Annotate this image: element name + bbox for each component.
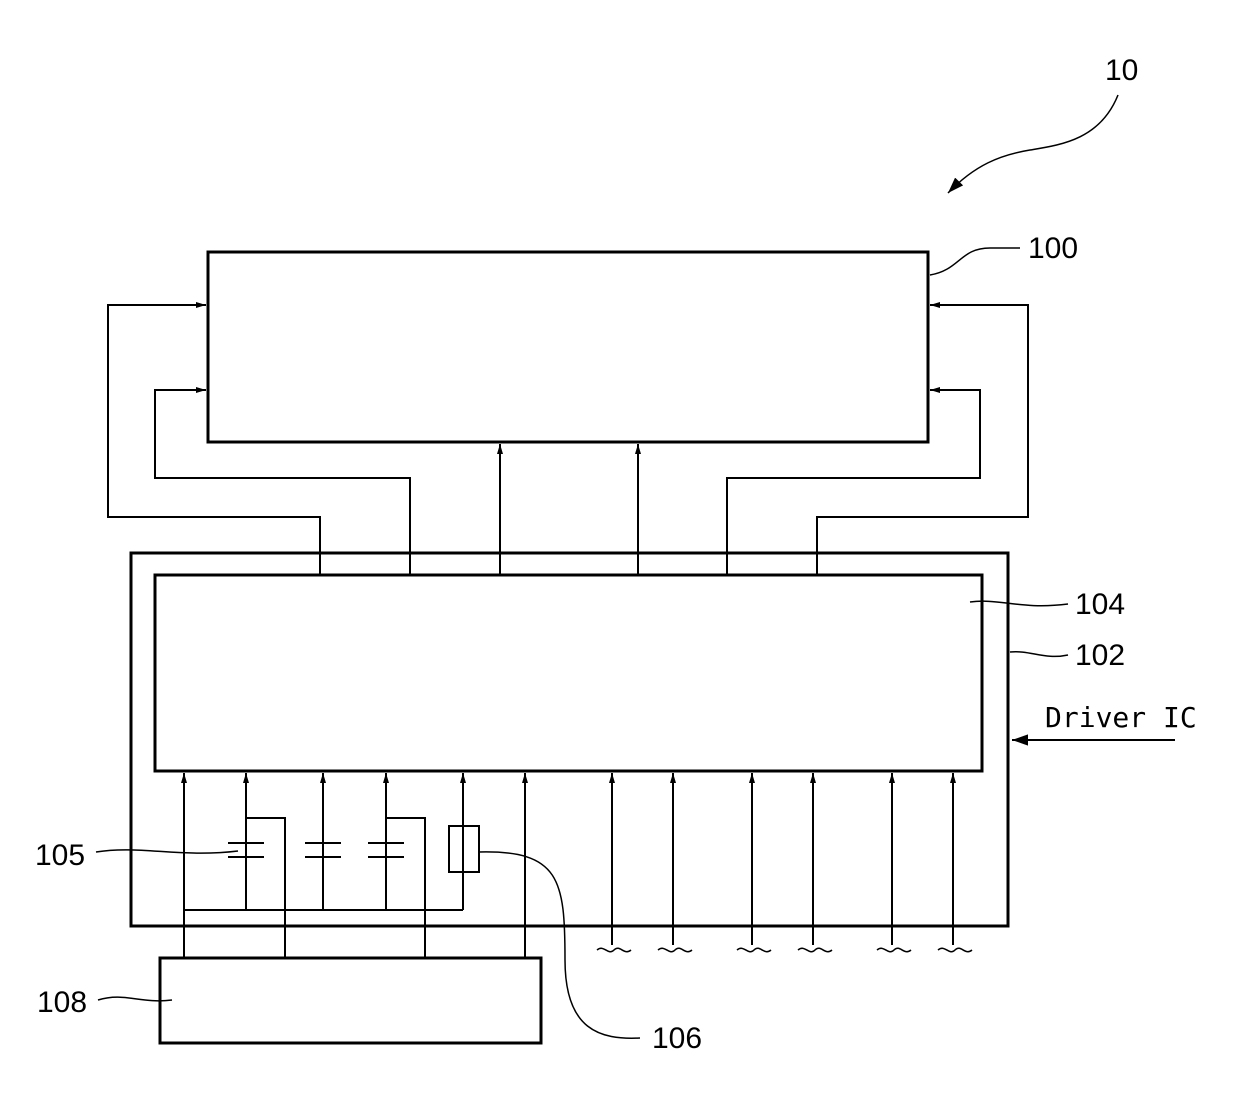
resistor-leader-line <box>479 852 640 1038</box>
label-driver-ic: Driver IC <box>1045 701 1197 734</box>
system-pointer-arrow <box>948 95 1118 193</box>
label-controller-ref: 108 <box>37 986 87 1019</box>
branch-line-2 <box>386 818 425 958</box>
circuit-leader-line <box>970 601 1068 606</box>
label-capacitor-ref: 105 <box>35 839 85 872</box>
wavy-break-4 <box>798 948 832 951</box>
label-system-ref: 10 <box>1105 54 1138 87</box>
wavy-break-3 <box>737 948 771 951</box>
controller-block <box>160 958 541 1043</box>
branch-line-1 <box>246 818 285 958</box>
wavy-break-6 <box>938 948 972 951</box>
left-inner-signal-line <box>155 390 410 575</box>
driver-ic-block <box>131 553 1008 926</box>
label-resistor-ref: 106 <box>652 1022 702 1055</box>
circuit-block <box>155 575 982 771</box>
label-circuit-ref: 104 <box>1075 588 1125 621</box>
wavy-break-1 <box>597 948 631 951</box>
right-inner-signal-line <box>727 390 980 575</box>
panel-leader-line <box>930 248 1020 275</box>
capacitor-leader-line <box>96 850 238 853</box>
wavy-break-2 <box>658 948 692 951</box>
driver-ic-leader-line <box>1010 652 1068 657</box>
panel-block <box>208 252 928 442</box>
wavy-break-5 <box>877 948 911 951</box>
left-outer-signal-line <box>108 305 320 575</box>
label-panel-ref: 100 <box>1028 232 1078 265</box>
right-outer-signal-line <box>817 305 1028 575</box>
label-driver-ic-ref: 102 <box>1075 639 1125 672</box>
